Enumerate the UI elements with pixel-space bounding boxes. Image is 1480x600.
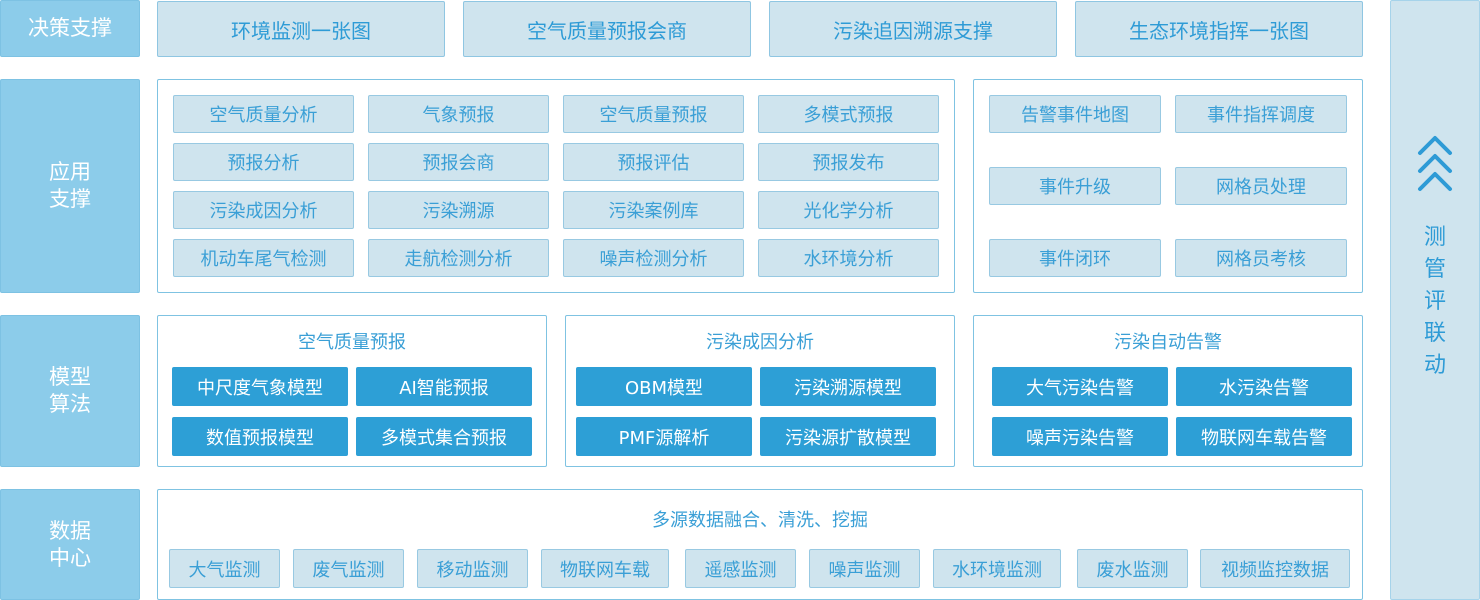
model-item-numerical[interactable]: 数值预报模型 bbox=[172, 417, 348, 456]
app-item-command-dispatch[interactable]: 事件指挥调度 bbox=[1175, 95, 1347, 133]
app-item-noise-analysis[interactable]: 噪声检测分析 bbox=[563, 239, 744, 277]
app-item-mobile-monitor[interactable]: 走航检测分析 bbox=[368, 239, 549, 277]
app-item-forecast-analysis[interactable]: 预报分析 bbox=[173, 143, 354, 181]
model-item-ai-forecast[interactable]: AI智能预报 bbox=[356, 367, 532, 406]
decision-item-pollution-trace[interactable]: 污染追因溯源支撑 bbox=[769, 1, 1057, 57]
data-item-video[interactable]: 视频监控数据 bbox=[1200, 549, 1350, 588]
model-item-pmf[interactable]: PMF源解析 bbox=[576, 417, 752, 456]
app-item-multi-model-forecast[interactable]: 多模式预报 bbox=[758, 95, 939, 133]
layer-label-model: 模型 算法 bbox=[0, 315, 140, 467]
decision-item-eco-command[interactable]: 生态环境指挥一张图 bbox=[1075, 1, 1363, 57]
app-item-photochemical[interactable]: 光化学分析 bbox=[758, 191, 939, 229]
layer-label-decision: 决策支撑 bbox=[0, 0, 140, 57]
side-bar bbox=[1390, 0, 1480, 600]
app-item-vehicle-exhaust[interactable]: 机动车尾气检测 bbox=[173, 239, 354, 277]
model-item-diffusion[interactable]: 污染源扩散模型 bbox=[760, 417, 936, 456]
chevron-up-icon bbox=[1418, 136, 1452, 191]
data-item-mobile[interactable]: 移动监测 bbox=[417, 549, 528, 588]
app-item-event-close[interactable]: 事件闭环 bbox=[989, 239, 1161, 277]
data-item-air[interactable]: 大气监测 bbox=[169, 549, 280, 588]
app-item-forecast-publish[interactable]: 预报发布 bbox=[758, 143, 939, 181]
model-group-title: 空气质量预报 bbox=[298, 332, 406, 353]
model-item-noise-alarm[interactable]: 噪声污染告警 bbox=[992, 417, 1168, 456]
model-item-air-alarm[interactable]: 大气污染告警 bbox=[992, 367, 1168, 406]
decision-item-air-forecast[interactable]: 空气质量预报会商 bbox=[463, 1, 751, 57]
app-item-event-upgrade[interactable]: 事件升级 bbox=[989, 167, 1161, 205]
app-item-forecast-consult[interactable]: 预报会商 bbox=[368, 143, 549, 181]
layer-label-data: 数据 中心 bbox=[0, 489, 140, 600]
data-item-exhaust[interactable]: 废气监测 bbox=[293, 549, 404, 588]
data-item-noise[interactable]: 噪声监测 bbox=[809, 549, 920, 588]
data-item-water-env[interactable]: 水环境监测 bbox=[933, 549, 1061, 588]
model-item-mesoscale[interactable]: 中尺度气象模型 bbox=[172, 367, 348, 406]
app-item-grid-assess[interactable]: 网格员考核 bbox=[1175, 239, 1347, 277]
model-item-trace[interactable]: 污染溯源模型 bbox=[760, 367, 936, 406]
layer-label-application: 应用 支撑 bbox=[0, 79, 140, 293]
app-item-alarm-map[interactable]: 告警事件地图 bbox=[989, 95, 1161, 133]
app-item-weather-forecast[interactable]: 气象预报 bbox=[368, 95, 549, 133]
data-item-iot-vehicle[interactable]: 物联网车载 bbox=[541, 549, 669, 588]
model-group-title: 污染成因分析 bbox=[706, 332, 814, 353]
model-item-water-alarm[interactable]: 水污染告警 bbox=[1176, 367, 1352, 406]
decision-item-env-map[interactable]: 环境监测一张图 bbox=[157, 1, 445, 57]
model-item-iot-alarm[interactable]: 物联网车载告警 bbox=[1176, 417, 1352, 456]
data-item-remote-sensing[interactable]: 遥感监测 bbox=[685, 549, 796, 588]
app-item-forecast-evaluate[interactable]: 预报评估 bbox=[563, 143, 744, 181]
model-item-obm[interactable]: OBM模型 bbox=[576, 367, 752, 406]
side-label: 测 管 评 联 动 bbox=[1423, 225, 1446, 378]
app-item-pollution-trace[interactable]: 污染溯源 bbox=[368, 191, 549, 229]
data-center-title: 多源数据融合、清洗、挖掘 bbox=[652, 510, 868, 531]
app-item-grid-handle[interactable]: 网格员处理 bbox=[1175, 167, 1347, 205]
app-item-water-analysis[interactable]: 水环境分析 bbox=[758, 239, 939, 277]
app-item-air-quality-forecast[interactable]: 空气质量预报 bbox=[563, 95, 744, 133]
app-item-pollution-cases[interactable]: 污染案例库 bbox=[563, 191, 744, 229]
data-item-wastewater[interactable]: 废水监测 bbox=[1077, 549, 1188, 588]
model-group-title: 污染自动告警 bbox=[1114, 332, 1222, 353]
model-item-ensemble[interactable]: 多模式集合预报 bbox=[356, 417, 532, 456]
app-item-air-quality-analysis[interactable]: 空气质量分析 bbox=[173, 95, 354, 133]
app-item-pollution-cause[interactable]: 污染成因分析 bbox=[173, 191, 354, 229]
